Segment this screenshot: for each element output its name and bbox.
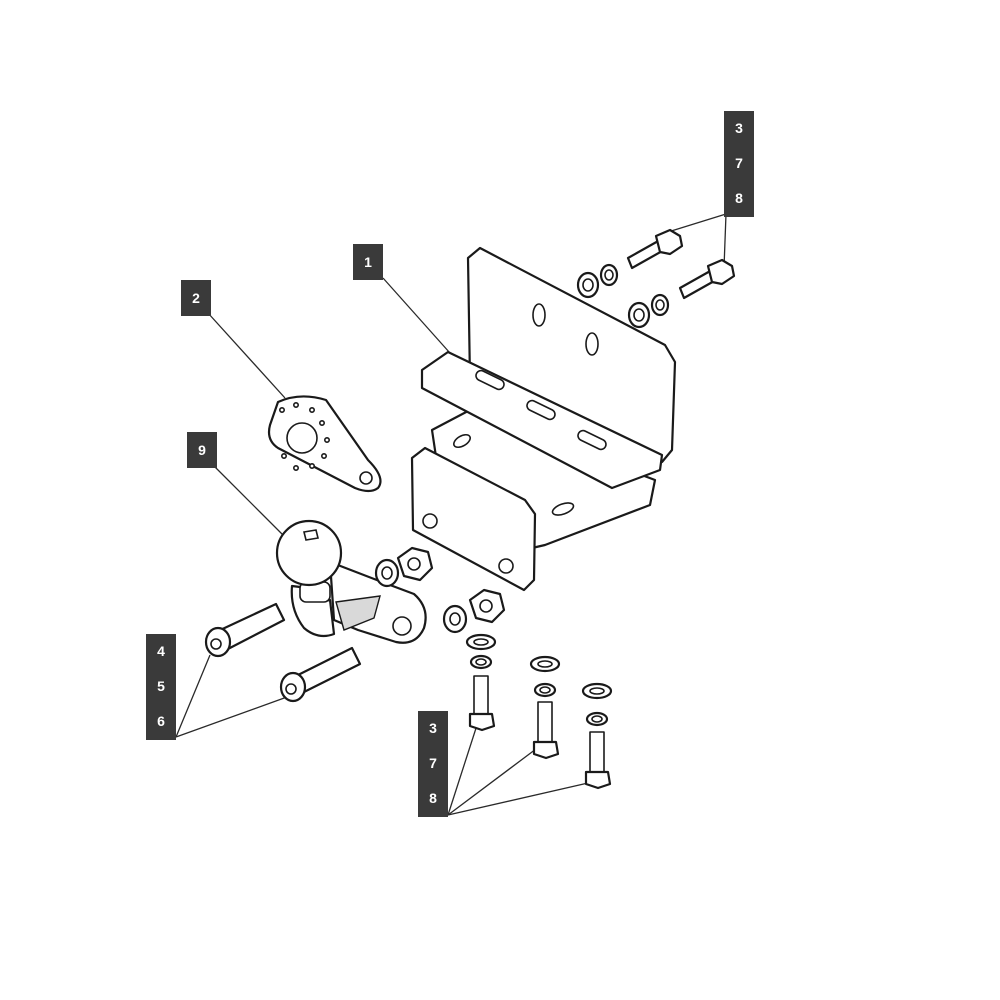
callout-stack-top-item: 8 <box>735 190 743 206</box>
socket-plate <box>267 395 382 493</box>
callout-stack-bottom-item: 3 <box>429 720 437 736</box>
callout-1: 1 <box>353 244 383 280</box>
callout-stack-top-item: 3 <box>735 120 743 136</box>
callout-stack-bottom-item: 8 <box>429 790 437 806</box>
callout-9-text: 9 <box>198 442 206 458</box>
callout-2: 2 <box>181 280 211 316</box>
callout-9: 9 <box>187 432 217 468</box>
callout-stack-bottom: 3 7 8 <box>418 711 448 817</box>
top-fasteners <box>576 228 736 329</box>
callout-1-text: 1 <box>364 254 372 270</box>
cap-screws <box>204 602 362 703</box>
leader-lines <box>175 213 727 816</box>
main-bracket <box>410 246 677 592</box>
callout-2-text: 2 <box>192 290 200 306</box>
bottom-fasteners <box>465 633 613 790</box>
callout-stack-left: 4 5 6 <box>146 634 176 740</box>
callout-stack-top: 3 7 8 <box>724 111 754 217</box>
callout-stack-left-item: 5 <box>157 678 165 694</box>
callout-stack-left-item: 4 <box>157 643 165 659</box>
callout-stack-left-item: 6 <box>157 713 165 729</box>
callout-stack-top-item: 7 <box>735 155 743 171</box>
tow-ball <box>275 519 427 644</box>
ball-nuts <box>374 546 506 634</box>
callout-stack-bottom-item: 7 <box>429 755 437 771</box>
